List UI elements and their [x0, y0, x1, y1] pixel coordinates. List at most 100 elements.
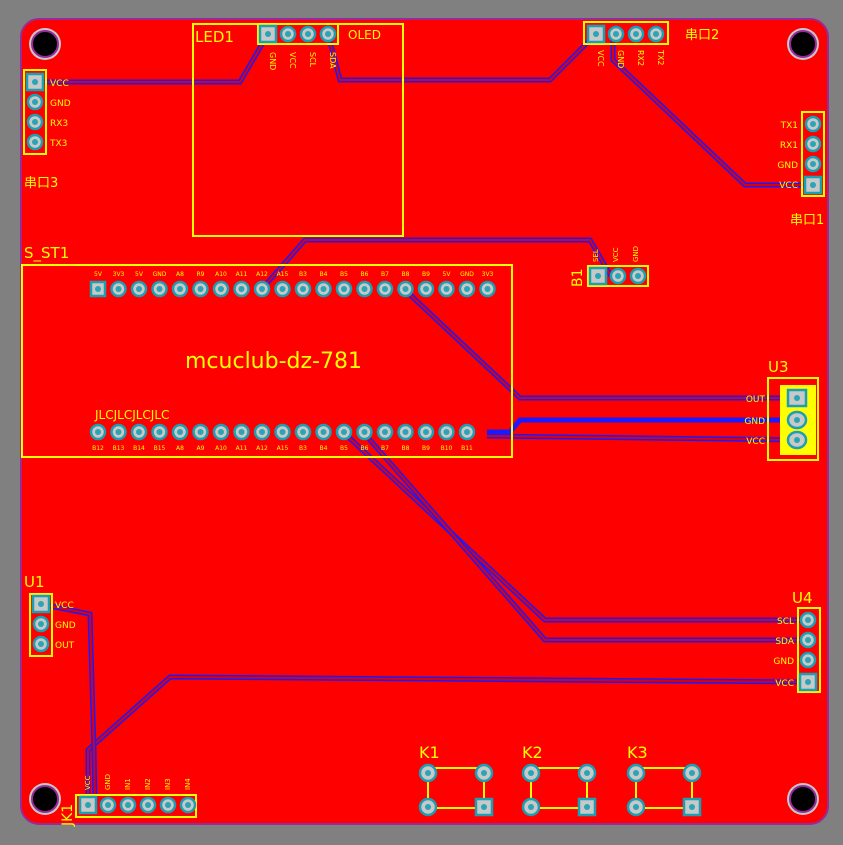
mcu-pin-label: B11	[461, 445, 473, 452]
svg-text:GND: GND	[50, 99, 71, 109]
mcu-pin-label: 3V3	[113, 271, 125, 278]
mcu-pin-label: 3V3	[482, 271, 494, 278]
b1-footprint: B1 SEL VCC GND	[570, 246, 649, 287]
mcu-pin-hole	[259, 286, 265, 292]
mcu-pin-hole	[95, 286, 101, 292]
mcu-pin-hole	[197, 286, 204, 292]
u1-ref: U1	[24, 573, 45, 591]
svg-text:GND: GND	[616, 50, 625, 68]
mcu-pin-hole	[300, 429, 306, 435]
svg-text:GND: GND	[104, 774, 112, 790]
mcu-pin-hole	[464, 429, 470, 435]
mcu-pin-label: B14	[133, 445, 145, 452]
mcu-pin-label: A8	[176, 445, 184, 452]
mcu-pin-hole	[95, 429, 101, 435]
mcu-pin-hole	[259, 429, 265, 435]
u4-footprint: U4 SCL SDA GND VCC	[773, 589, 821, 693]
svg-text:IN4: IN4	[184, 778, 192, 790]
mcu-pin-label: B6	[361, 445, 369, 452]
mcu-pin-label: B3	[299, 445, 307, 452]
svg-text:OUT: OUT	[55, 641, 75, 651]
mcu-pin-hole	[402, 286, 409, 292]
mcu-pin-label: A10	[215, 271, 227, 278]
mcu-pin-hole	[136, 286, 142, 292]
svg-text:TX1: TX1	[780, 121, 798, 131]
mcu-pin-label: A8	[176, 271, 184, 278]
mcu-pin-label: R9	[197, 271, 205, 278]
mcu-pin-hole	[218, 286, 224, 292]
svg-text:OUT: OUT	[746, 395, 766, 405]
oled-name: OLED	[348, 28, 381, 42]
svg-text:SDA: SDA	[328, 52, 337, 69]
mcu-pin-label: B3	[299, 271, 307, 278]
mcu-pin-label: A12	[256, 445, 268, 452]
serial-port-3: VCC GND RX3 TX3 串口3	[23, 69, 71, 191]
mcu-pin-label: B10	[441, 445, 453, 452]
mcu-pin-hole	[484, 286, 491, 292]
mcu-pin-label: B7	[381, 271, 389, 278]
mcu-pin-label: B15	[154, 445, 166, 452]
mcu-pin-label: B4	[320, 271, 328, 278]
svg-text:GND: GND	[55, 621, 76, 631]
board-title: mcuclub-dz-781	[185, 349, 362, 374]
svg-text:GND: GND	[744, 417, 765, 427]
svg-text:TX3: TX3	[49, 139, 67, 149]
svg-text:GND: GND	[773, 657, 794, 667]
mcu-pin-label: 5V	[94, 271, 103, 278]
mcu-pin-hole	[423, 286, 429, 292]
key-k2-label: K2	[522, 743, 543, 762]
svg-text:SCL: SCL	[777, 617, 794, 627]
key-k1[interactable]: K1	[418, 743, 494, 817]
svg-text:TX2: TX2	[656, 49, 665, 65]
mcu-pin-hole	[177, 286, 183, 292]
svg-text:RX3: RX3	[50, 119, 68, 129]
u3-footprint: U3 OUT GND VCC	[744, 358, 819, 461]
mcu-pin-label: B9	[422, 445, 430, 452]
mcu-pin-label: B8	[402, 445, 410, 452]
mcu-pin-hole	[115, 429, 122, 435]
mcu-pin-hole	[443, 429, 450, 435]
mcu-pin-label: A9	[197, 445, 205, 452]
mcu-pin-hole	[238, 429, 245, 435]
mcu-pin-hole	[443, 286, 450, 292]
mcu-pin-hole	[218, 429, 224, 435]
svg-text:VCC: VCC	[779, 181, 798, 191]
u3-ref: U3	[768, 358, 789, 376]
svg-text:GND: GND	[268, 52, 277, 70]
serial-port-3-ref: 串口3	[24, 176, 58, 191]
svg-text:RX1: RX1	[780, 141, 798, 151]
mcu-pin-hole	[136, 429, 142, 435]
svg-text:RX2: RX2	[636, 50, 645, 66]
mcu-pin-label: B12	[92, 445, 104, 452]
mcu-pin-hole	[464, 286, 470, 292]
mcu-pin-hole	[320, 286, 327, 292]
key-k1-label: K1	[419, 743, 440, 762]
svg-text:VCC: VCC	[746, 437, 765, 447]
mcu-pin-hole	[238, 286, 245, 292]
mcu-pin-label: B9	[422, 271, 430, 278]
mcu-pin-label: B5	[340, 271, 348, 278]
mcu-pin-label: A12	[256, 271, 268, 278]
mcu-pin-hole	[361, 429, 368, 435]
svg-text:IN2: IN2	[144, 778, 152, 790]
key-k2[interactable]: K2	[521, 743, 597, 817]
jk1-footprint: JK1 VCC GND IN1 IN2 IN3 IN4	[60, 774, 197, 827]
svg-text:VCC: VCC	[775, 679, 794, 689]
svg-text:SDA: SDA	[775, 637, 794, 647]
mounting-hole	[31, 30, 59, 58]
svg-text:VCC: VCC	[55, 601, 74, 611]
svg-text:SEL: SEL	[592, 249, 600, 262]
svg-text:GND: GND	[632, 246, 640, 262]
serial-port-2-ref: 串口2	[685, 28, 719, 43]
key-k3[interactable]: K3	[626, 743, 702, 817]
oled-footprint: LED1 OLED GND VCC SCL SDA	[192, 23, 404, 237]
mcu-module-ref: S_ST1	[24, 244, 69, 263]
mcu-pin-hole	[156, 429, 163, 435]
u1-footprint: U1 VCC GND OUT	[24, 573, 76, 657]
serial-port-2: 串口2 VCC GND RX2 TX2	[583, 21, 719, 68]
mcu-pin-hole	[341, 429, 347, 435]
svg-text:VCC: VCC	[50, 79, 69, 89]
